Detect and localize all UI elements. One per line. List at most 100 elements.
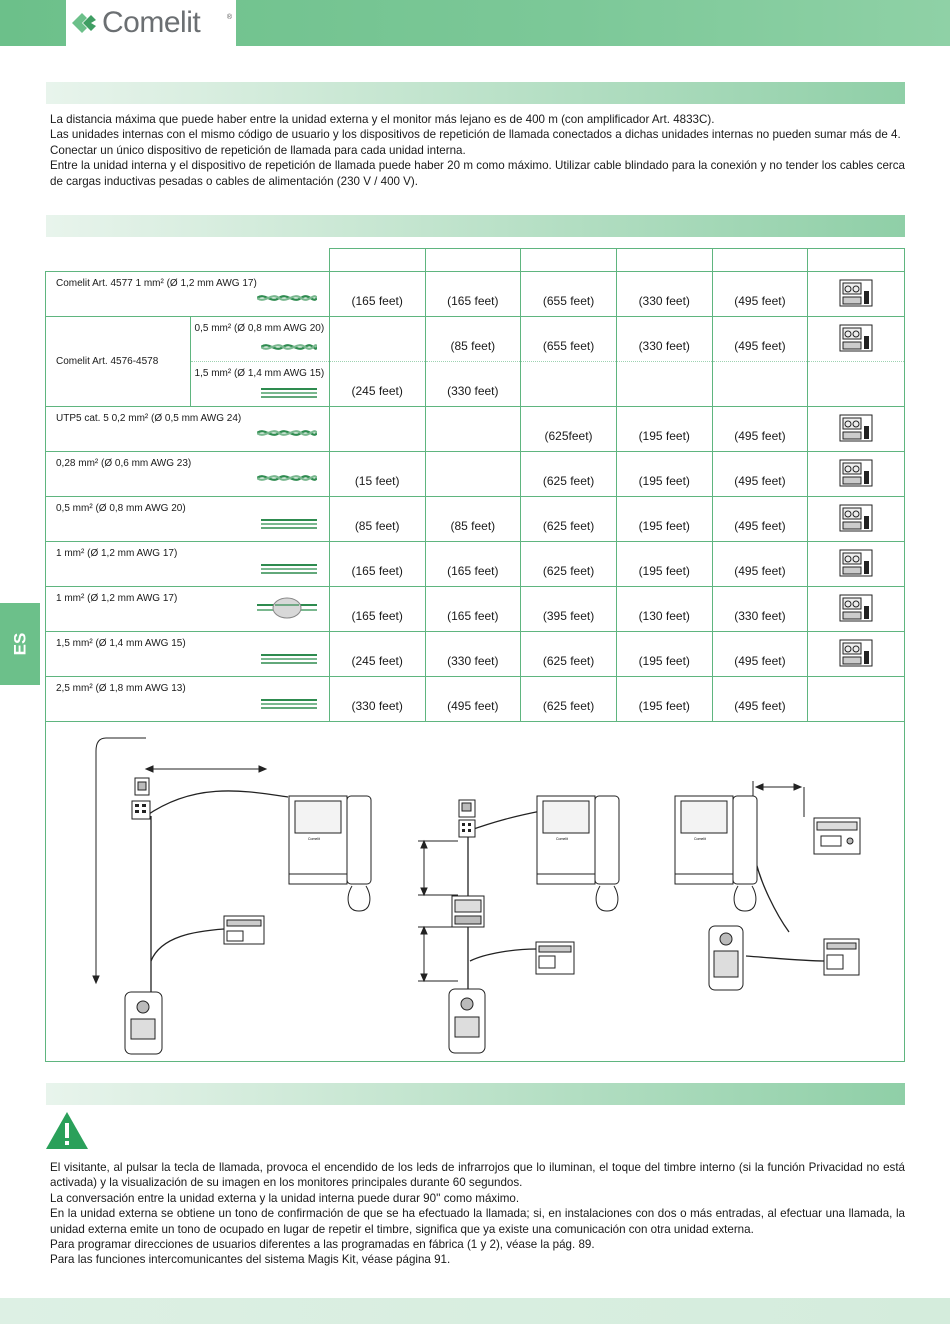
comelit-logo-icon [72, 13, 96, 33]
cable-cell: 0,28 mm² (Ø 0,6 mm AWG 23) [45, 451, 330, 497]
bus-module-icon [839, 504, 873, 531]
external-unit-icon [708, 925, 744, 991]
distance-cell: (495 feet) [711, 406, 809, 452]
section-band-2 [46, 215, 905, 237]
keypad-module-icon [458, 819, 476, 838]
distance-cell [328, 316, 426, 362]
distance-cell [520, 361, 617, 407]
intro-paragraph: Las unidades internas con el mismo códig… [50, 128, 901, 142]
parallel-wire-icon [260, 388, 317, 398]
distance-cell: (395 feet) [520, 586, 617, 632]
distance-cell: (195 feet) [615, 496, 713, 542]
table-row: 0,28 mm² (Ø 0,6 mm AWG 23) (15 feet) (62… [45, 451, 905, 497]
table-header-cell [807, 248, 905, 272]
bus-module-icon [839, 549, 873, 576]
cable-cell: 0,5 mm² (Ø 0,8 mm AWG 20) [189, 316, 330, 362]
monitor-brand-label: Comelit [556, 837, 568, 841]
distance-cell: (625 feet) [520, 676, 617, 722]
cable-cell: 1,5 mm² (Ø 1,4 mm AWG 15) [45, 631, 330, 677]
warning-icon [46, 1112, 88, 1149]
cable-cell: 1 mm² (Ø 1,2 mm AWG 17) [45, 586, 330, 632]
device-icon-cell [807, 271, 905, 317]
distance-cell: (330 feet) [424, 361, 522, 407]
twisted-wire-icon [256, 430, 317, 436]
cable-label: Comelit Art. 4577 1 mm² (Ø 1,2 mm AWG 17… [56, 278, 257, 289]
cable-label: 1 mm² (Ø 1,2 mm AWG 17) [56, 593, 178, 604]
twisted-wire-icon [256, 295, 317, 301]
distance-cell: (495 feet) [711, 316, 809, 362]
device-icon-cell [807, 496, 905, 542]
cable-cell: Comelit Art. 4577 1 mm² (Ø 1,2 mm AWG 17… [45, 271, 330, 317]
handset-icon [346, 795, 372, 912]
distance-cell [711, 361, 809, 407]
external-unit-icon [448, 988, 486, 1054]
power-supply-icon [823, 938, 860, 976]
monitor-brand-label: Comelit [694, 837, 706, 841]
brand-name: Comelit [102, 6, 201, 39]
device-icon-cell [807, 541, 905, 587]
distance-cell: (655 feet) [520, 271, 617, 317]
parallel-wire-icon [260, 699, 317, 709]
distance-cell [615, 361, 713, 407]
intro-paragraph: La distancia máxima que puede haber entr… [50, 113, 715, 126]
distance-cell: (195 feet) [615, 406, 713, 452]
table-header-cell [328, 248, 426, 272]
wiring-diagram: Comelit [45, 721, 905, 1062]
distance-cell: (165 feet) [328, 541, 426, 587]
device-icon-cell [807, 406, 905, 452]
camera-module-icon [134, 777, 150, 796]
language-tab-es: ES [0, 603, 40, 685]
bus-module-icon [839, 594, 873, 621]
cable-label: 1,5 mm² (Ø 1,4 mm AWG 15) [56, 638, 186, 649]
device-icon-cell [807, 316, 905, 362]
distance-cell: (655 feet) [520, 316, 617, 362]
distance-cell: (625feet) [520, 406, 617, 452]
distance-cell: (330 feet) [615, 271, 713, 317]
table-row: 1 mm² (Ø 1,2 mm AWG 17) (165 feet) (165 … [45, 541, 905, 587]
table-row: 1 mm² (Ø 1,2 mm AWG 17) (165 feet) (165 … [45, 586, 905, 632]
parallel-wire-icon [260, 564, 317, 574]
distance-cell: (165 feet) [328, 271, 426, 317]
device-icon-cell [807, 361, 905, 407]
distance-cell [424, 406, 522, 452]
twisted-wire-icon [256, 475, 317, 481]
section-band-1 [46, 82, 905, 104]
installation-diagram-svg: Comelit [92, 737, 861, 1055]
distance-cell: (245 feet) [328, 631, 426, 677]
distance-cell: (165 feet) [424, 586, 522, 632]
bus-module-icon [839, 459, 873, 486]
cable-label: 1,5 mm² (Ø 1,4 mm AWG 15) [194, 368, 325, 379]
distance-cell: (495 feet) [711, 496, 809, 542]
cable-label: 0,5 mm² (Ø 0,8 mm AWG 20) [56, 503, 186, 514]
cable-cell: 1,5 mm² (Ø 1,4 mm AWG 15) [189, 361, 330, 407]
distance-cell: (330 feet) [328, 676, 426, 722]
distance-cell: (625 feet) [520, 631, 617, 677]
keypad-module-icon [131, 800, 151, 820]
distance-cell [424, 451, 522, 497]
cable-distance-table: Comelit Art. 4577 1 mm² (Ø 1,2 mm AWG 17… [45, 248, 905, 722]
table-row: 1,5 mm² (Ø 1,4 mm AWG 15) (245 feet) (33… [45, 631, 905, 677]
shielded-wire-icon [256, 597, 317, 619]
brand-logo: Comelit ® [66, 0, 236, 46]
video-monitor-icon: Comelit [288, 795, 348, 885]
power-supply-icon [535, 941, 575, 975]
intro-paragraph: Conectar un único dispositivo de repetic… [50, 143, 466, 157]
cable-label: 0,28 mm² (Ø 0,6 mm AWG 23) [56, 458, 192, 469]
table-header-cell [520, 248, 617, 272]
distance-cell: (495 feet) [711, 541, 809, 587]
distance-cell: (85 feet) [328, 496, 426, 542]
language-tab-label: ES [10, 632, 29, 656]
device-icon-cell [807, 451, 905, 497]
cable-cell: 0,5 mm² (Ø 0,8 mm AWG 20) [45, 496, 330, 542]
table-row: 2,5 mm² (Ø 1,8 mm AWG 13) (330 feet) (49… [45, 676, 905, 722]
table-row: Comelit Art. 4576-4578 0,5 mm² (Ø 0,8 mm… [45, 316, 905, 407]
distance-cell: (495 feet) [711, 676, 809, 722]
section-band-3 [46, 1083, 905, 1105]
external-unit-icon [124, 991, 163, 1055]
cable-cell: 2,5 mm² (Ø 1,8 mm AWG 13) [45, 676, 330, 722]
distance-cell: (85 feet) [424, 316, 522, 362]
distance-cell: (165 feet) [424, 271, 522, 317]
distance-cell: (495 feet) [711, 451, 809, 497]
cable-label: 1 mm² (Ø 1,2 mm AWG 17) [56, 548, 178, 559]
device-icon-cell [807, 676, 905, 722]
